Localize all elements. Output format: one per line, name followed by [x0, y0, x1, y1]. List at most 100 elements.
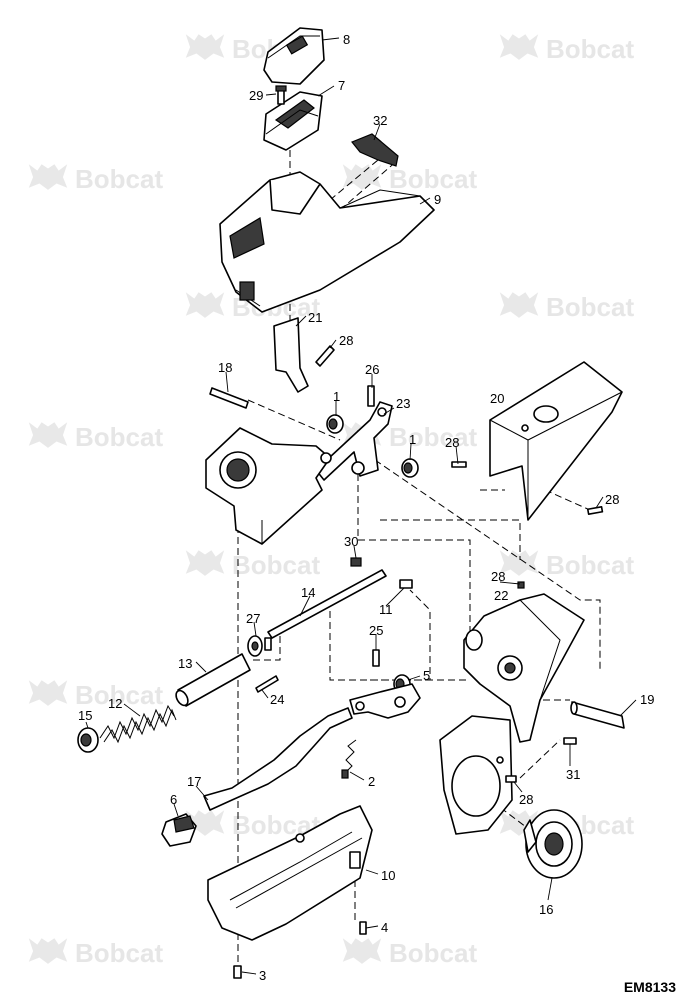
part-24-screw	[255, 675, 279, 693]
part-7-knob-base	[263, 91, 323, 151]
callout-label: 6	[170, 792, 177, 807]
part-28-screw	[451, 461, 467, 468]
drawing-code: EM8133	[624, 979, 676, 995]
callout-label: 11	[379, 602, 393, 617]
callout-label: 29	[249, 88, 263, 103]
part-28-screw	[505, 775, 517, 783]
callout-label: 15	[78, 708, 92, 723]
callout-label: 20	[490, 391, 504, 406]
callout-label: 10	[381, 868, 395, 883]
part-25-pin	[372, 649, 380, 667]
callout-label: 5	[423, 668, 430, 683]
part-14-shaft	[267, 569, 387, 639]
part-9-console-cover	[219, 171, 435, 313]
callout-label: 32	[373, 113, 387, 128]
callout-label: 30	[344, 534, 358, 549]
part-11-fitting	[399, 579, 413, 589]
watermark-tile: Bobcat	[499, 550, 634, 580]
watermark-tile: Bobcat	[28, 680, 163, 710]
part-13-tube	[175, 653, 251, 707]
svg-text:Bobcat: Bobcat	[75, 680, 163, 710]
part-27-washer	[247, 635, 272, 657]
callout-label: 31	[566, 767, 580, 782]
callout-label: 7	[338, 78, 345, 93]
callout-label: 28	[445, 435, 459, 450]
svg-text:Bobcat: Bobcat	[389, 938, 477, 968]
svg-text:Bobcat: Bobcat	[75, 938, 163, 968]
callout-label: 18	[218, 360, 232, 375]
part-26-pin	[367, 385, 375, 407]
main-bracket-housing	[205, 427, 332, 545]
svg-text:Bobcat: Bobcat	[389, 422, 477, 452]
callout-label: 16	[539, 902, 553, 917]
part-16-boot	[523, 809, 583, 879]
callout-label: 13	[178, 656, 192, 671]
part-32-connector	[351, 133, 399, 167]
callout-label: 3	[259, 968, 266, 983]
svg-text:Bobcat: Bobcat	[546, 292, 634, 322]
leader-lines	[85, 37, 637, 975]
callout-label: 1	[333, 389, 340, 404]
part-2-spring	[341, 739, 357, 779]
svg-text:Bobcat: Bobcat	[75, 422, 163, 452]
callout-label: 27	[246, 611, 260, 626]
svg-text:Bobcat: Bobcat	[75, 164, 163, 194]
callout-label: 23	[396, 396, 410, 411]
watermark-tile: Bobcat	[28, 938, 163, 968]
part-28-nut	[517, 581, 525, 589]
watermark-tile: Bobcat	[342, 938, 477, 968]
callout-label: 2	[368, 774, 375, 789]
part-8-knob-cap	[263, 27, 325, 85]
part-22-lever-plate	[463, 593, 585, 743]
watermark-tile: Bobcat	[185, 550, 320, 580]
part-6-knob	[161, 813, 197, 847]
svg-text:Bobcat: Bobcat	[232, 550, 320, 580]
part-31-screw	[563, 737, 577, 745]
callout-label: 28	[605, 492, 619, 507]
part-1-bushing	[326, 414, 344, 434]
callout-label: 21	[308, 310, 322, 325]
watermark-tile: Bobcat	[28, 422, 163, 452]
callout-label: 4	[381, 920, 388, 935]
callout-label: 25	[369, 623, 383, 638]
part-17-long-lever	[203, 707, 353, 811]
part-29-screw	[275, 85, 287, 105]
part-10-tray	[207, 805, 373, 941]
callout-label: 1	[409, 432, 416, 447]
callout-label: 28	[519, 792, 533, 807]
watermark-tile: Bobcat	[28, 164, 163, 194]
part-21-bracket	[273, 317, 309, 393]
callout-label: 9	[434, 192, 441, 207]
svg-text:Bobcat: Bobcat	[546, 550, 634, 580]
part-28-screw	[315, 345, 335, 367]
callout-label: 14	[301, 585, 315, 600]
svg-text:Bobcat: Bobcat	[546, 34, 634, 64]
part-15-nut	[77, 727, 99, 753]
watermark-tile: Bobcat	[342, 164, 477, 194]
callout-label: 28	[339, 333, 353, 348]
part-20-cover-plate	[489, 361, 623, 521]
watermark-tile: Bobcat	[499, 34, 634, 64]
part-18-pin	[209, 387, 249, 409]
watermark-tile: Bobcat	[342, 422, 477, 452]
callout-label: 26	[365, 362, 379, 377]
watermark-tile: Bobcat	[499, 292, 634, 322]
callout-label: 24	[270, 692, 284, 707]
part-12-spring	[99, 704, 177, 744]
mount-plate	[439, 715, 513, 835]
callout-label: 17	[187, 774, 201, 789]
part-23-lever-link	[315, 401, 393, 481]
part-3-screw	[233, 965, 242, 979]
rocker-arm	[349, 683, 421, 719]
callout-label: 28	[491, 569, 505, 584]
callout-label: 8	[343, 32, 350, 47]
callout-label: 19	[640, 692, 654, 707]
svg-text:Bobcat: Bobcat	[389, 164, 477, 194]
part-4-screw	[359, 921, 367, 935]
callout-label: 22	[494, 588, 508, 603]
part-30-nut	[350, 557, 362, 567]
part-1-bushing	[401, 458, 419, 478]
part-19-pin	[570, 701, 625, 729]
